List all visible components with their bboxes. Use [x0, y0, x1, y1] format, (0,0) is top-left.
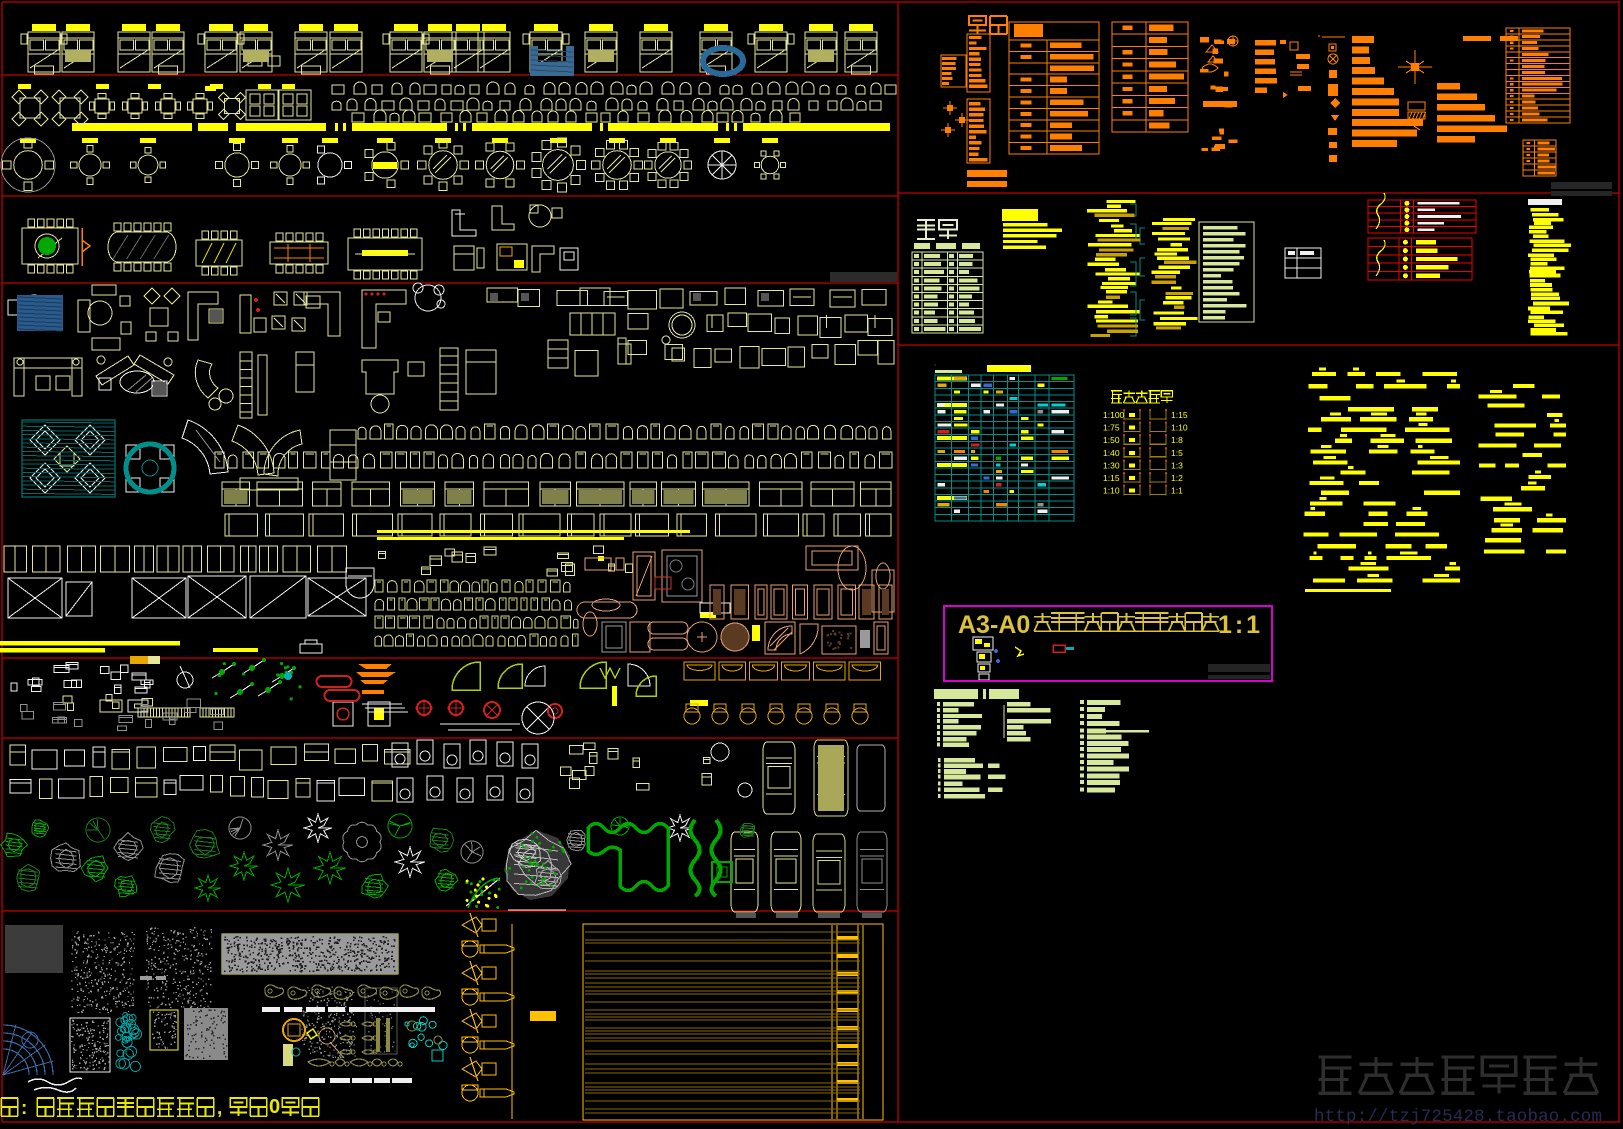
svg-text:1:100: 1:100: [1103, 410, 1125, 420]
svg-text:,: ,: [217, 1098, 222, 1119]
svg-text:A3-A0: A3-A0: [958, 611, 1030, 639]
svg-text::: :: [21, 1098, 27, 1119]
svg-text:1:30: 1:30: [1103, 460, 1120, 470]
svg-text:1:15: 1:15: [1171, 410, 1188, 420]
svg-text:1:75: 1:75: [1103, 423, 1120, 433]
svg-text:1:3: 1:3: [1171, 460, 1183, 470]
svg-text:1:10: 1:10: [1103, 486, 1120, 496]
svg-text:1:50: 1:50: [1103, 435, 1120, 445]
svg-text:1:40: 1:40: [1103, 448, 1120, 458]
svg-text:1:5: 1:5: [1171, 448, 1183, 458]
svg-text:1:1: 1:1: [1171, 486, 1183, 496]
svg-text:1:10: 1:10: [1171, 423, 1188, 433]
svg-text:1:2: 1:2: [1171, 473, 1183, 483]
svg-text:http://tzj725428.taobao.com: http://tzj725428.taobao.com: [1314, 1107, 1602, 1127]
svg-text:0: 0: [269, 1096, 280, 1118]
svg-text:1 : 1: 1 : 1: [1218, 611, 1260, 639]
svg-text:1:15: 1:15: [1103, 473, 1120, 483]
svg-text:1:8: 1:8: [1171, 435, 1183, 445]
